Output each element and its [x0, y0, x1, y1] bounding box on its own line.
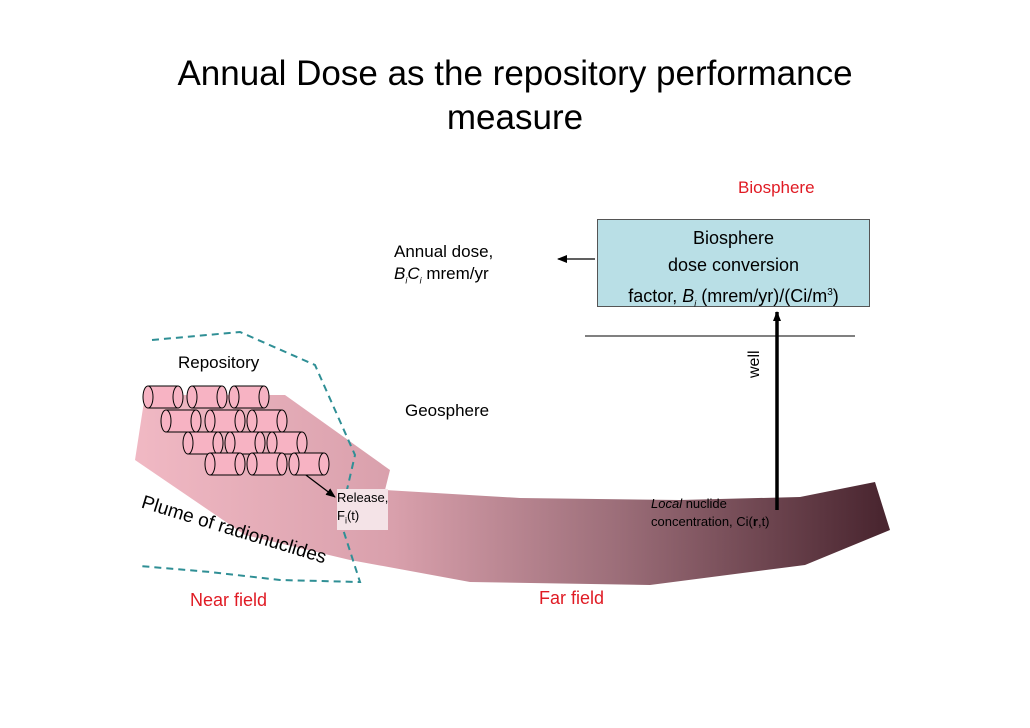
waste-canister: [160, 409, 202, 433]
biosphere-label: Biosphere: [738, 178, 815, 197]
title-line-1: Annual Dose as the repository performanc…: [177, 54, 853, 93]
waste-canister: [266, 431, 308, 455]
biosphere-box-line-3: factor, Bi (mrem/yr)/(Ci/m3): [628, 286, 839, 309]
annual-dose-line-2: BiCi mrem/yr: [394, 264, 489, 286]
release-line-2: Fi(t): [337, 508, 360, 526]
release-line-1: Release,: [337, 490, 389, 505]
near-field-label: Near field: [190, 590, 268, 610]
repository-label: Repository: [178, 353, 260, 372]
waste-canister: [246, 409, 288, 433]
waste-canister: [288, 452, 330, 476]
waste-canister: [204, 409, 246, 433]
waste-canister: [224, 431, 266, 455]
local-concentration-line-2: concentration, Ci(r,t): [651, 514, 770, 529]
biosphere-box-line-1: Biosphere: [692, 228, 775, 248]
release-label: Release, Fi(t): [337, 489, 389, 530]
annual-dose-label: Annual dose, BiCi mrem/yr: [394, 241, 493, 291]
waste-canister: [182, 431, 224, 455]
biosphere-box-line-2: dose conversion: [667, 255, 800, 275]
local-concentration-label: Local nuclide concentration, Ci(r,t): [651, 495, 770, 531]
waste-canister: [204, 452, 246, 476]
well-label: well: [746, 350, 763, 378]
waste-canister: [142, 385, 184, 409]
waste-canister-array: [142, 385, 330, 476]
page-title: Annual Dose as the repository performanc…: [100, 52, 930, 140]
local-concentration-line-1: Local nuclide: [651, 496, 727, 511]
waste-canister: [246, 452, 288, 476]
annual-dose-line-1: Annual dose,: [394, 242, 494, 261]
waste-canister: [228, 385, 270, 409]
far-field-label: Far field: [539, 588, 605, 608]
radionuclide-plume: [135, 395, 890, 585]
biosphere-dose-conversion-box: Biosphere dose conversion factor, Bi (mr…: [597, 219, 870, 309]
geosphere-label: Geosphere: [405, 401, 490, 420]
waste-canister: [186, 385, 228, 409]
title-line-2: measure: [446, 98, 584, 137]
